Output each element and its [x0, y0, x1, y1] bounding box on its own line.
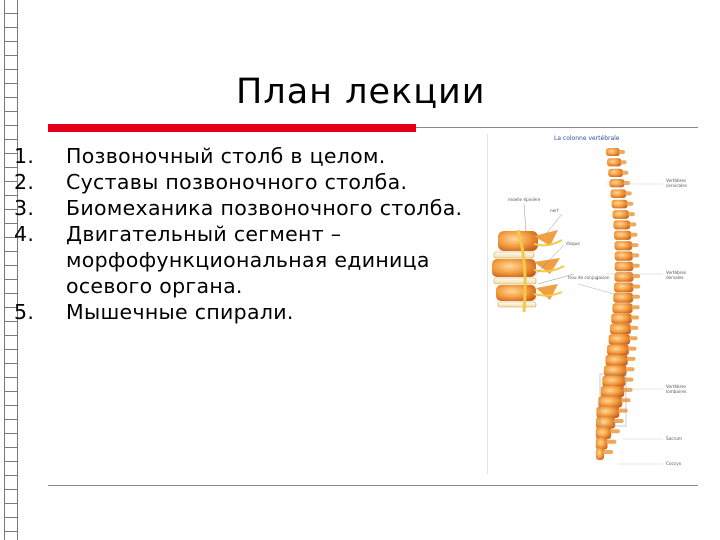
spine-illustration-icon	[492, 148, 663, 465]
vertebra-shape	[600, 385, 625, 398]
lecture-plan-list: 1. Позвоночный столб в целом. 2. Суставы п…	[14, 143, 484, 325]
label-nerve: nerf	[550, 208, 559, 213]
vertebra-shape	[602, 375, 626, 387]
spinous-process-shape	[620, 160, 627, 165]
label-coccyx: Coccyx	[666, 461, 682, 466]
spine-figure: La colonne vertébrale	[487, 134, 698, 474]
vertebra-shape	[614, 251, 633, 261]
list-item-number: 4.	[14, 222, 35, 246]
spinous-process-shape	[628, 212, 635, 217]
list-item-text: Суставы позвоночного столба.	[66, 170, 408, 194]
spinous-process-shape	[627, 346, 637, 351]
spinous-process-shape	[630, 232, 638, 237]
vertebra-shape	[611, 313, 632, 324]
spinous-process-shape	[603, 450, 613, 454]
vertebra-shape	[596, 448, 604, 460]
title-accent-bar	[48, 124, 416, 132]
spinous-process-shape	[631, 253, 640, 258]
spinous-process-shape	[631, 305, 640, 310]
list-item-number: 1.	[14, 144, 35, 168]
spinous-process-shape	[614, 419, 624, 423]
vertebra-shape	[605, 148, 620, 156]
vertebra-shape	[605, 354, 628, 366]
spinous-process-shape	[625, 191, 632, 196]
spinous-process-shape	[629, 336, 638, 341]
vertebra-shape	[612, 210, 629, 219]
vertebra-shape	[608, 334, 630, 345]
vertebra-shape	[610, 323, 631, 335]
spinous-process-shape	[630, 315, 640, 320]
vertebra-shape	[613, 220, 631, 230]
vertebra-shape	[596, 417, 616, 429]
vertebra-shape	[614, 261, 634, 272]
vertebra-shape	[612, 303, 633, 314]
list-item-text: Мышечные спирали.	[66, 300, 294, 324]
label-sacrum: Sacrum	[666, 436, 682, 441]
spinous-process-shape	[626, 356, 636, 361]
spinous-process-shape	[625, 367, 635, 372]
footer-divider	[48, 485, 698, 486]
vertebra-shape	[598, 396, 623, 408]
spinous-process-shape	[626, 201, 634, 206]
label-disc: disque	[566, 241, 580, 246]
vertebra-shape	[608, 168, 623, 177]
list-item: 3. Биомеханика позвоночного столба.	[14, 195, 484, 221]
spinous-process-shape	[606, 439, 617, 444]
spinous-process-shape	[618, 408, 628, 413]
spinous-process-shape	[610, 429, 620, 434]
decorative-grid-border	[4, 0, 18, 540]
vertebra-shape	[614, 282, 634, 293]
spinous-process-shape	[624, 377, 634, 382]
list-item: 1. Позвоночный столб в целом.	[14, 143, 484, 169]
list-item: 4. Двигательный сегмент – морфофункционал…	[14, 221, 484, 299]
list-item-number: 2.	[14, 170, 35, 194]
slide-title: План лекции	[236, 72, 486, 112]
list-item-number: 3.	[14, 196, 35, 220]
spinous-process-shape	[631, 243, 639, 248]
vertebra-shape	[607, 158, 622, 167]
vertebra-shape	[610, 189, 627, 198]
vertebra-shape	[611, 199, 628, 209]
vertebra-shape	[614, 230, 632, 240]
spinous-process-shape	[618, 150, 625, 154]
label-spinal-cord: moelle épinière	[508, 197, 541, 202]
spinous-process-shape	[630, 325, 639, 330]
vertebra-shape	[607, 344, 629, 356]
spinous-process-shape	[622, 170, 629, 175]
spinous-process-shape	[632, 294, 640, 299]
spinous-process-shape	[623, 387, 633, 392]
vertebra-shape	[614, 272, 634, 282]
vertebra-closeup	[492, 203, 615, 313]
figure-title: La colonne vertébrale	[554, 135, 620, 142]
list-item: 2. Суставы позвоночного столба.	[14, 169, 484, 195]
spinous-process-shape	[632, 263, 640, 268]
list-item-number: 5.	[14, 300, 35, 324]
spinous-process-shape	[632, 274, 641, 279]
vertebra-shape	[614, 241, 633, 251]
vertebra-shape	[595, 437, 608, 450]
vertebra-shape	[613, 292, 634, 303]
spinous-process-shape	[623, 181, 630, 185]
list-item-text: Двигательный сегмент – морфофункциональн…	[66, 222, 430, 298]
spinous-process-shape	[629, 222, 637, 227]
list-item-text: Позвоночный столб в целом.	[66, 144, 386, 168]
vertebra-shape	[595, 427, 612, 439]
list-item: 5. Мышечные спирали.	[14, 299, 484, 325]
label-foramen: trou de conjugaison	[568, 275, 610, 280]
spinous-process-shape	[632, 284, 641, 289]
vertebra-shape	[596, 406, 620, 418]
vertebra-shape	[609, 179, 625, 188]
vertebra-shape	[603, 365, 627, 377]
list-item-text: Биомеханика позвоночного столба.	[66, 196, 463, 220]
